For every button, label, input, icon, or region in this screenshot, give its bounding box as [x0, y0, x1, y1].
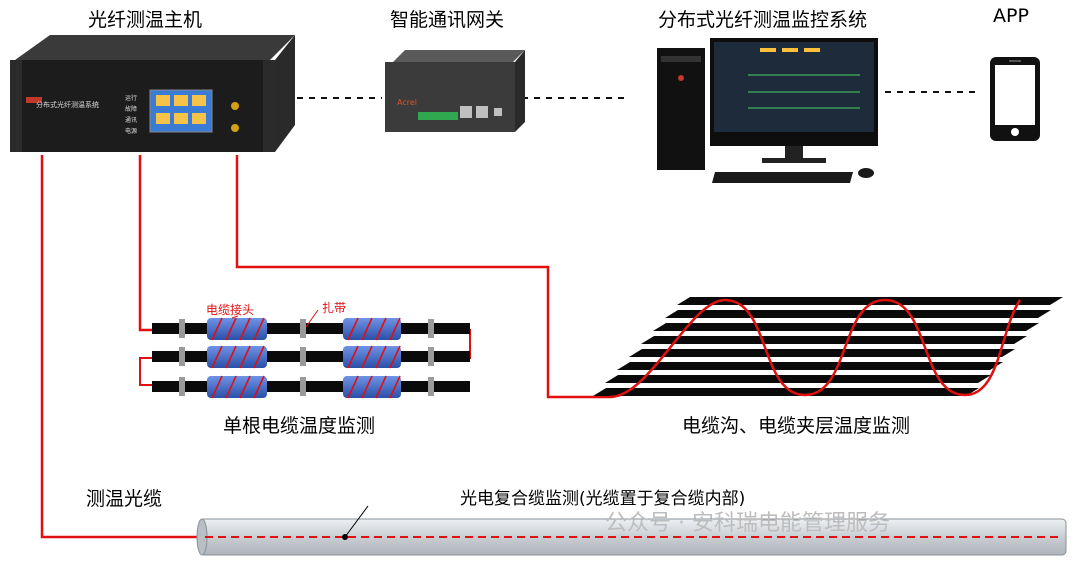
joint-callout	[231, 315, 239, 319]
label-system: 分布式光纤测温监控系统	[658, 9, 868, 31]
cable-trench-group	[593, 297, 1063, 399]
host-button-label: 故障	[125, 106, 138, 113]
gateway-device	[385, 50, 525, 132]
comm-links	[285, 91, 975, 99]
tie-clamps	[179, 319, 434, 396]
gateway-brand: Acrel	[397, 98, 417, 107]
fiber-route-single-cable	[138, 155, 152, 332]
host-button-label: 电源	[125, 128, 138, 135]
trench-fiber-wave	[609, 298, 1022, 399]
host-device-title: 分布式光纤测温系统	[36, 101, 99, 109]
label-gateway: 智能通讯网关	[390, 9, 505, 31]
host-button-label: 通讯	[125, 117, 138, 124]
trench-cables	[593, 297, 1063, 396]
single-cable-group	[139, 309, 471, 399]
host-button-label: 运行	[125, 95, 138, 102]
host-device	[10, 35, 295, 152]
fiber-routes	[40, 155, 610, 539]
label-app: APP	[993, 5, 1029, 27]
power-cable	[152, 381, 470, 392]
composite-cable	[196, 505, 1067, 556]
monitor-screen	[714, 42, 874, 132]
label-tie: 扎带	[322, 301, 347, 315]
label-host: 光纤测温主机	[88, 9, 203, 31]
composite-callout	[344, 505, 369, 538]
power-cable	[152, 323, 470, 334]
label-sensing-fiber: 测温光缆	[86, 488, 163, 510]
tie-callout	[305, 309, 319, 328]
fiber-route-composite	[40, 155, 200, 539]
label-trench: 电缆沟、电缆夹层温度监测	[682, 415, 911, 437]
fiber-route-trench	[235, 155, 610, 399]
watermark: 公众号 · 安科瑞电能管理服务	[605, 511, 890, 536]
label-cable-joint: 电缆接头	[206, 303, 255, 317]
monitoring-pc	[657, 38, 878, 183]
power-cable	[152, 351, 470, 362]
label-composite: 光电复合缆监测(光缆置于复合缆内部)	[460, 489, 746, 509]
fiber-wraps	[211, 317, 401, 399]
label-single-cable: 单根电缆温度监测	[223, 415, 376, 437]
cable-joints	[207, 318, 401, 398]
phone-icon	[990, 57, 1040, 141]
